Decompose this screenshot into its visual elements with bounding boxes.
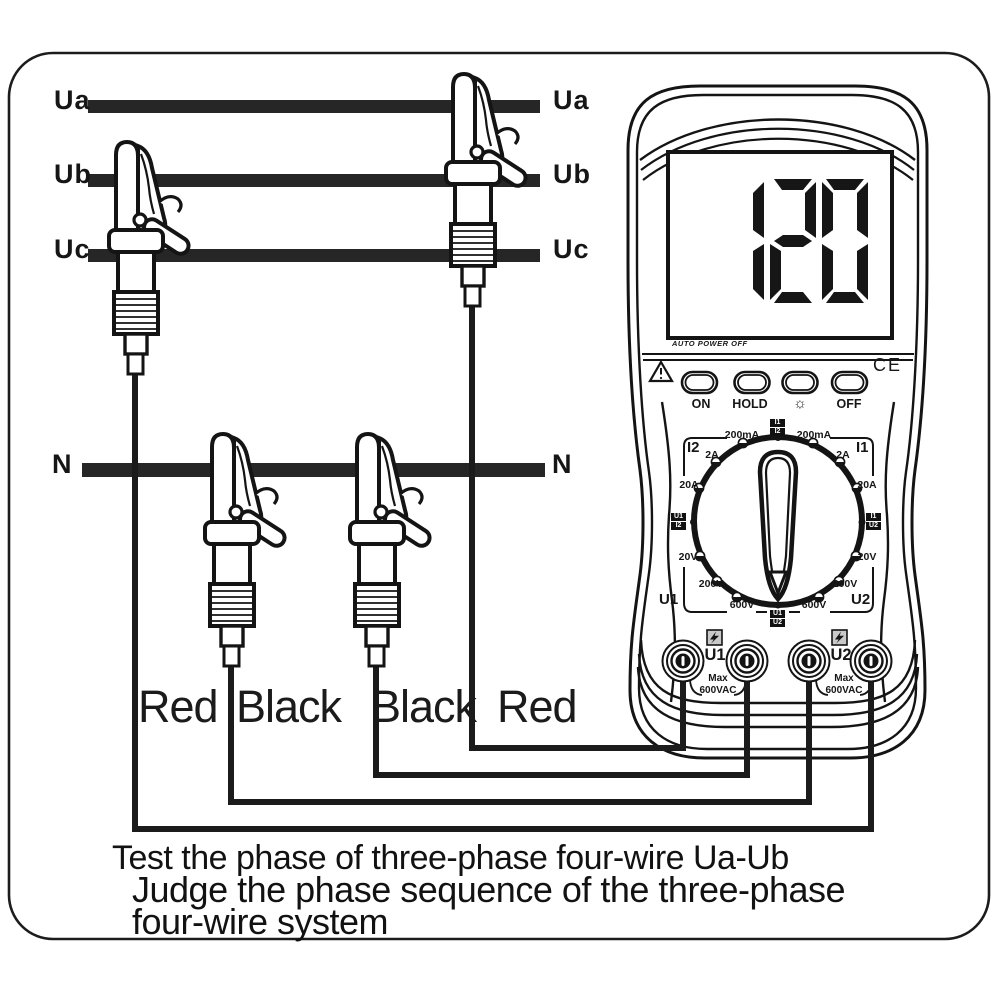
caption-line-1: Test the phase of three-phase four-wire … [112,839,789,877]
high-voltage-icon [706,629,723,646]
wire-ua [88,100,540,113]
scale-20a-right: 20A [857,479,877,491]
label-ub-right: Ub [553,159,591,189]
dial-corner-u2: U2 [851,591,871,608]
scale-20v-left: 20V [678,551,698,563]
backlight-button-inner [785,374,815,391]
meter-case-inner [635,93,920,751]
dial-corner-i2: I2 [687,439,700,456]
wire-uc [88,249,540,262]
scale-2a-right: 2A [836,449,850,461]
wire-n [82,463,545,477]
power-lines [82,100,545,477]
jack-u2-red[interactable] [849,639,893,683]
page-frame [7,51,991,941]
label-n-left: N [52,449,73,479]
warning-icon [648,359,674,383]
off-button-label: OFF [836,397,862,411]
label-ub-left: Ub [54,159,92,189]
mode-box-left-u1: U1 [671,513,686,521]
mode-box-right-u2: U2 [866,522,881,530]
wire-color-black-2: Black [371,681,477,732]
mode-box-left-i2: I2 [671,522,686,530]
lead-black-n2 [373,652,750,778]
caption-line-2: Judge the phase sequence of the three-ph… [132,869,846,910]
button-row [680,370,869,395]
caption-line-3: four-wire system [132,901,389,942]
on-button-label: ON [691,397,711,411]
wire-color-black-1: Black [236,681,342,732]
max-label-2: Max [834,673,854,684]
hold-button-inner [737,374,767,391]
wire-color-red-1: Red [138,681,219,732]
scale-200v-right: 200V [832,578,858,590]
mode-box-top-i2: I2 [770,428,785,436]
dial-scale-markers [693,437,863,603]
dial-corner-i1: I1 [856,439,869,456]
case-bottom-arcs [636,639,920,729]
jack-u1-black[interactable] [725,639,769,683]
input-jacks [661,639,893,683]
label-n-right: N [552,449,573,479]
hold-button-label: HOLD [732,397,768,411]
scale-2a-left: 2A [705,449,719,461]
high-voltage-icon [831,629,848,646]
rating-label-2: 600VAC [825,685,863,696]
lead-black-n1 [228,652,812,805]
ce-mark: CE [873,355,903,375]
backlight-icon: ☼ [793,395,807,412]
mode-box-right-i1: I1 [866,513,881,521]
jack-u2-black[interactable] [787,639,831,683]
lead-red-ub [132,366,874,832]
lcd-reading [753,179,868,303]
lead-red-ua [469,296,686,751]
label-ua-left: Ua [54,85,91,115]
scale-600v-left: 600V [729,599,755,611]
dial-corner-u1: U1 [659,591,679,608]
on-button-inner [684,374,715,391]
mode-box-top-i1: I1 [770,419,785,427]
jack-u1-red[interactable] [661,639,705,683]
label-uc-left: Uc [54,234,91,264]
knob-pointer-mark [767,570,789,598]
label-ua-right: Ua [553,85,590,115]
scale-600v-right: 600V [801,599,827,611]
jack-group-u1-label: U1 [704,646,726,664]
scale-20v-right: 20V [857,551,877,563]
scale-20a-left: 20A [679,479,699,491]
rating-brackets [689,679,873,696]
max-label-1: Max [708,673,728,684]
wire-color-red-2: Red [497,681,578,732]
scale-200ma-right: 200mA [796,429,832,441]
label-uc-right: Uc [553,234,590,264]
scale-200ma-left: 200mA [724,429,760,441]
jack-group-u2-label: U2 [830,646,852,664]
rating-label-1: 600VAC [699,685,737,696]
mode-box-bottom-u2: U2 [770,619,785,627]
wire-ub [88,174,540,187]
test-leads [132,296,874,832]
scale-200v-left: 200V [698,578,724,590]
off-button-inner [834,374,865,391]
mode-box-bottom-u1: U1 [770,610,785,618]
auto-power-off-label: AUTO POWER OFF [672,339,748,348]
